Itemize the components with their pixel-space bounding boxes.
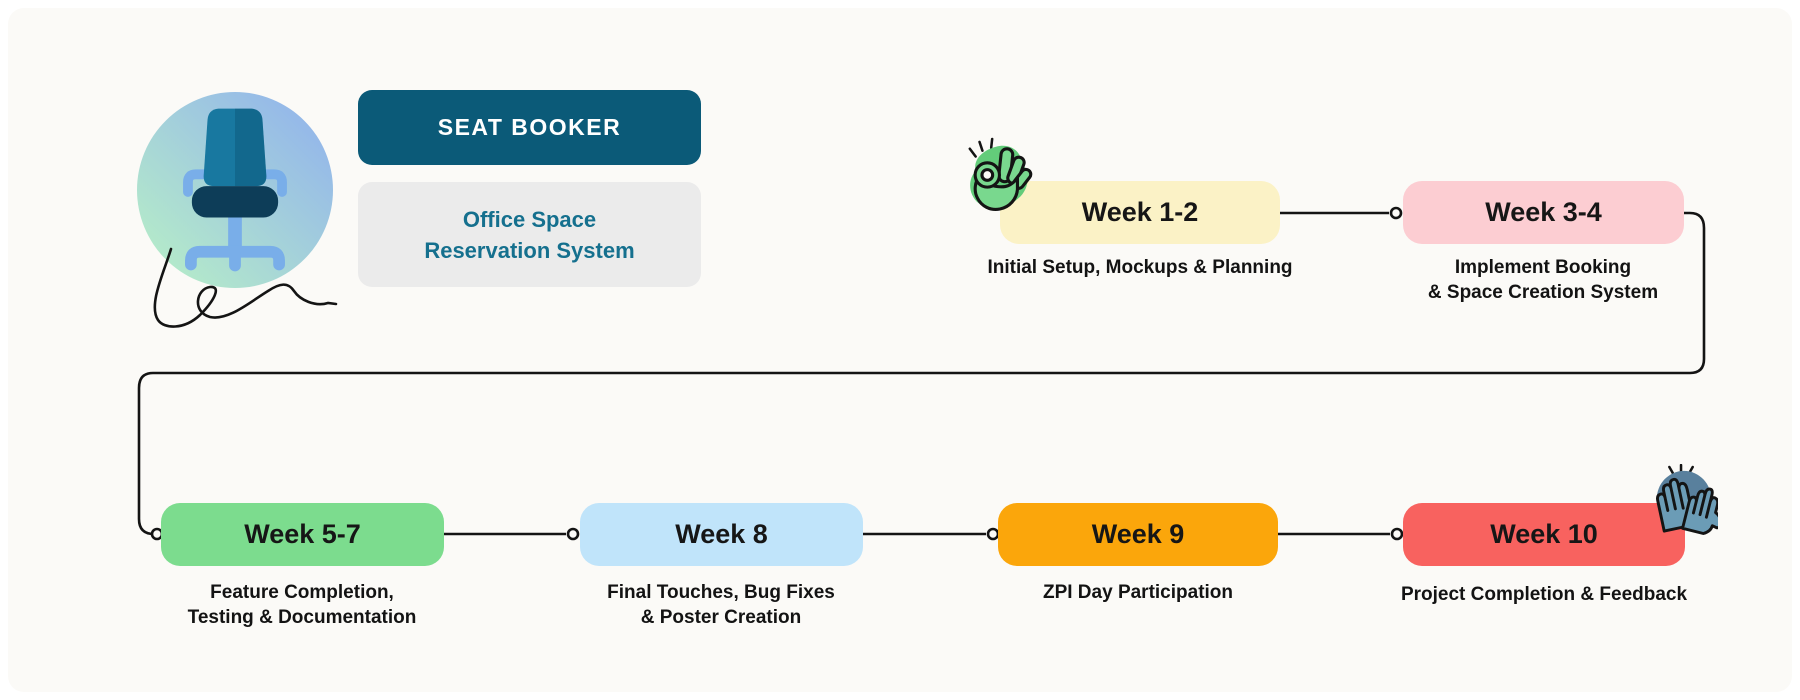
- milestone-caption-week-3-4: Implement Booking & Space Creation Syste…: [1427, 257, 1659, 303]
- logo-circle: [137, 92, 333, 288]
- milestone-label: Week 3-4: [1485, 197, 1602, 227]
- milestone-caption-week-1-2: Initial Setup, Mockups & Planning: [987, 257, 1293, 278]
- milestone-caption-week-8: Final Touches, Bug Fixes & Poster Creati…: [607, 582, 835, 628]
- brand-subtitle-box: Office Space Reservation System: [358, 182, 701, 287]
- signature-squiggle: [153, 247, 338, 328]
- ok-hand-icon: [968, 137, 1033, 211]
- office-chair-icon: [183, 108, 287, 272]
- milestone-label: Week 5-7: [244, 519, 361, 549]
- connector-w34-w57: [137, 211, 1706, 536]
- brand-title: SEAT BOOKER: [437, 114, 622, 140]
- milestone-label: Week 8: [675, 519, 768, 549]
- milestone-label: Week 10: [1490, 519, 1598, 549]
- milestone-caption-week-10: Project Completion & Feedback: [1400, 584, 1688, 605]
- milestone-caption-week-5-7: Feature Completion, Testing & Documentat…: [187, 582, 417, 628]
- brand-banner: SEAT BOOKER: [358, 90, 701, 165]
- milestone-box-week-10: Week 10: [1403, 503, 1685, 566]
- milestone-box-week-3-4: Week 3-4: [1403, 181, 1684, 244]
- milestone-label: Week 1-2: [1081, 197, 1199, 227]
- connector-node: [566, 527, 580, 541]
- milestone-label: Week 9: [1091, 519, 1185, 549]
- connector-node: [986, 527, 1000, 541]
- clapping-hands-icon: [1656, 464, 1718, 535]
- milestone-box-week-8: Week 8: [580, 503, 863, 566]
- connector-node: [1389, 206, 1403, 220]
- milestone-caption-week-9: ZPI Day Participation: [1042, 582, 1234, 603]
- milestone-box-week-5-7: Week 5-7: [161, 503, 444, 566]
- milestone-box-week-1-2: Week 1-2: [1000, 181, 1280, 244]
- milestone-box-week-9: Week 9: [998, 503, 1278, 566]
- brand-subtitle-line: Reservation System: [424, 237, 635, 263]
- brand-subtitle-line: Office Space: [462, 206, 597, 232]
- connector-node: [1390, 527, 1404, 541]
